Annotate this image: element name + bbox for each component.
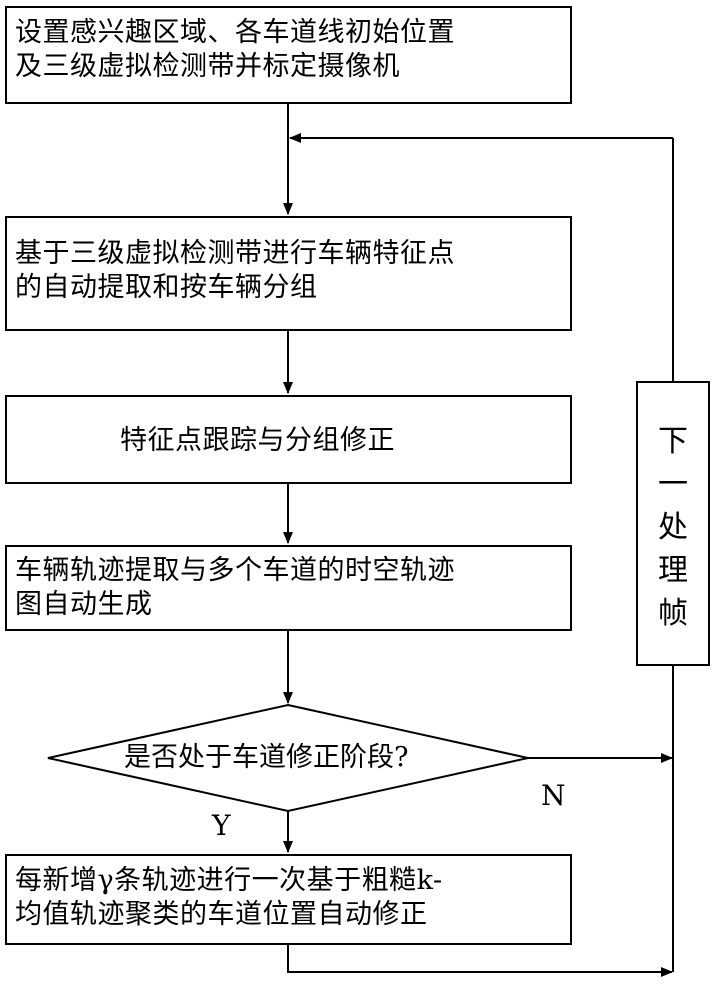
track-box: 特征点跟踪与分组修正	[5, 395, 572, 484]
no-label: N	[541, 779, 566, 812]
next-frame-char-2: 一	[658, 467, 688, 502]
next-frame-box: 下 一 处 理 帧	[636, 381, 710, 666]
next-frame-char-3: 处	[658, 510, 688, 545]
init-line-1: 设置感兴趣区域、各车道线初始位置	[15, 17, 455, 48]
extract-line-2: 的自动提取和按车辆分组	[15, 272, 318, 303]
init-box: 设置感兴趣区域、各车道线初始位置 及三级虚拟检测带并标定摄像机	[5, 6, 572, 104]
yes-label: Y	[212, 809, 231, 842]
correct-line-1: 每新增γ条轨迹进行一次基于粗糙k-	[15, 865, 443, 896]
trajectory-box: 车辆轨迹提取与多个车道的时空轨迹 图自动生成	[5, 545, 572, 631]
decision-label: 是否处于车道修正阶段?	[124, 742, 409, 773]
next-frame-char-1: 下	[658, 424, 688, 459]
track-line-1: 特征点跟踪与分组修正	[120, 425, 395, 456]
trajectory-line-2: 图自动生成	[15, 589, 153, 620]
edge-correct-to-loop	[287, 945, 673, 977]
trajectory-line-1: 车辆轨迹提取与多个车道的时空轨迹	[15, 555, 455, 586]
correct-box: 每新增γ条轨迹进行一次基于粗糙k- 均值轨迹聚类的车道位置自动修正	[5, 854, 572, 945]
extract-line-1: 基于三级虚拟检测带进行车辆特征点	[15, 238, 455, 269]
extract-box: 基于三级虚拟检测带进行车辆特征点 的自动提取和按车辆分组	[5, 216, 572, 331]
next-frame-char-4: 理	[658, 553, 688, 588]
correct-line-2: 均值轨迹聚类的车道位置自动修正	[15, 899, 428, 930]
next-frame-char-5: 帧	[658, 596, 688, 631]
init-line-2: 及三级虚拟检测带并标定摄像机	[15, 51, 400, 82]
